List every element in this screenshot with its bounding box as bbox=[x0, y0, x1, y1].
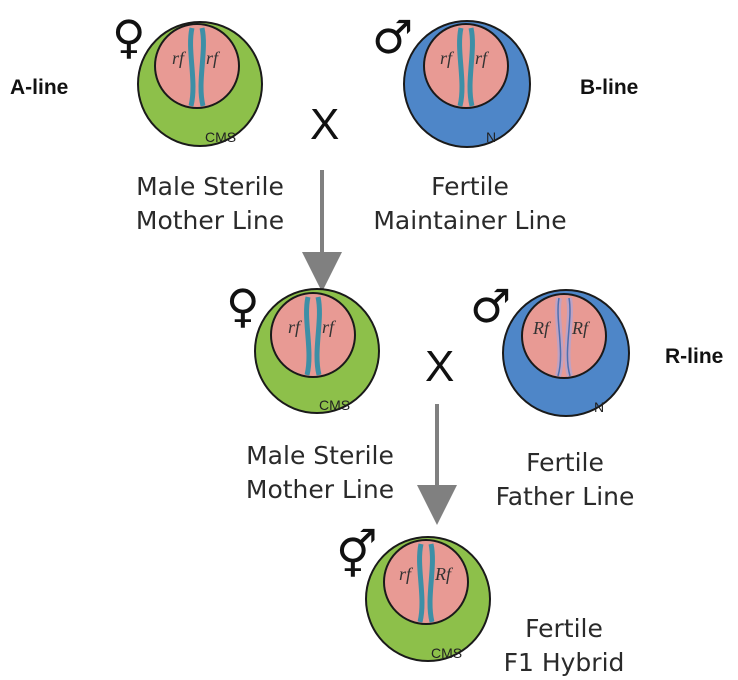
caption-line-1: Fertile bbox=[485, 446, 645, 480]
hermaphrodite-symbol-f1: ⚥ bbox=[336, 532, 378, 578]
cross-symbol-generation-2: X bbox=[425, 342, 454, 392]
female-symbol-a-line-gen2: ♀ bbox=[226, 283, 260, 329]
caption-a-line-gen2: Male Sterile Mother Line bbox=[230, 439, 410, 507]
line-label-a: A-line bbox=[10, 76, 68, 100]
cross-symbol-generation-1: X bbox=[310, 100, 339, 150]
cytoplasm-label: N bbox=[594, 399, 604, 415]
caption-f1-hybrid: Fertile F1 Hybrid bbox=[494, 612, 634, 680]
caption-r-line: Fertile Father Line bbox=[485, 446, 645, 514]
cytoplasm-label: CMS bbox=[431, 645, 462, 661]
caption-line-2: F1 Hybrid bbox=[494, 646, 634, 680]
male-symbol-r-line: ♂ bbox=[470, 283, 511, 329]
nucleus bbox=[155, 24, 239, 108]
cell-a-line: rf rf CMS bbox=[138, 22, 262, 146]
cytoplasm-label: CMS bbox=[319, 397, 350, 413]
cytoplasm-label: CMS bbox=[205, 129, 236, 145]
caption-a-line: Male Sterile Mother Line bbox=[120, 170, 300, 238]
female-symbol-a-line: ♀ bbox=[112, 14, 146, 60]
caption-line-1: Male Sterile bbox=[230, 439, 410, 473]
cell-a-line-gen2: rf rf CMS bbox=[255, 289, 379, 413]
genotype-right: Rf bbox=[571, 318, 591, 338]
male-symbol-b-line: ♂ bbox=[372, 14, 413, 60]
caption-line-2: Maintainer Line bbox=[370, 204, 570, 238]
caption-line-1: Fertile bbox=[370, 170, 570, 204]
cytoplasm-label: N bbox=[486, 129, 496, 145]
cell-b-line: rf rf N bbox=[404, 21, 530, 147]
caption-line-2: Mother Line bbox=[120, 204, 300, 238]
line-label-b: B-line bbox=[580, 76, 638, 100]
nucleus bbox=[424, 24, 508, 108]
caption-line-1: Male Sterile bbox=[120, 170, 300, 204]
nucleus bbox=[271, 293, 355, 377]
genotype-right: Rf bbox=[434, 564, 454, 584]
line-label-r: R-line bbox=[665, 345, 723, 369]
caption-b-line: Fertile Maintainer Line bbox=[370, 170, 570, 238]
caption-line-1: Fertile bbox=[494, 612, 634, 646]
nucleus bbox=[384, 540, 468, 624]
genotype-left: Rf bbox=[532, 318, 552, 338]
caption-line-2: Father Line bbox=[485, 480, 645, 514]
caption-line-2: Mother Line bbox=[230, 473, 410, 507]
cell-r-line: Rf Rf N bbox=[503, 290, 629, 416]
cell-f1-hybrid: rf Rf CMS bbox=[366, 537, 490, 661]
